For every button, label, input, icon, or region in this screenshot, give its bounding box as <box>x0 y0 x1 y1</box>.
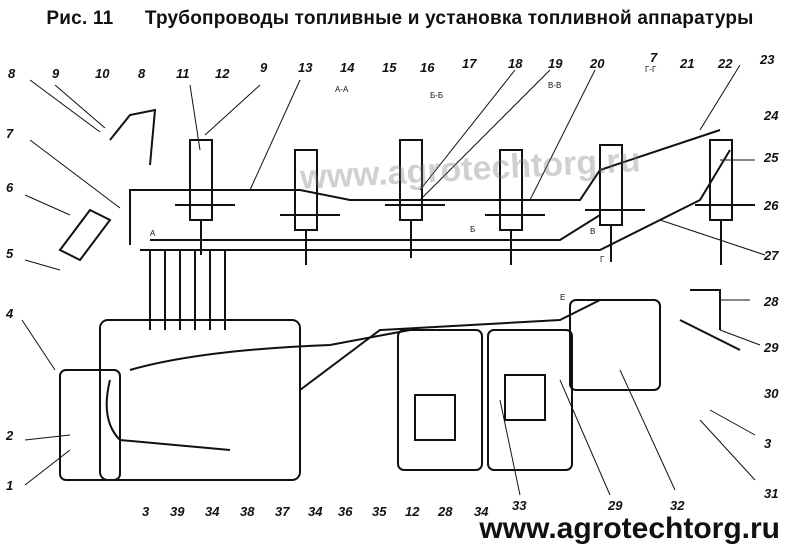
callout-13: 13 <box>298 60 313 75</box>
injector-6 <box>709 139 733 265</box>
callout-11: 11 <box>176 66 190 81</box>
injector-3 <box>399 139 423 258</box>
fuel-line-return <box>150 214 601 241</box>
callout-10: 10 <box>95 66 110 81</box>
fuel-injection-pump <box>59 319 301 481</box>
callout-31: 31 <box>764 486 778 501</box>
callout-22: 22 <box>717 56 733 71</box>
callout-12b: 12 <box>405 504 420 519</box>
low-pressure-line <box>105 329 411 451</box>
callout-2: 2 <box>5 428 14 443</box>
callout-labels: 8 9 10 8 11 12 9 13 14 15 16 17 18 19 20… <box>5 50 779 519</box>
fuel-filter-2 <box>487 329 573 471</box>
callout-3b: 3 <box>764 436 772 451</box>
callout-15: 15 <box>382 60 397 75</box>
clamps <box>175 204 755 216</box>
callout-26: 26 <box>763 198 779 213</box>
bracket-left <box>58 208 112 262</box>
callout-9: 9 <box>52 66 60 81</box>
callout-19: 19 <box>548 56 563 71</box>
section-a-label: A-A <box>335 85 349 94</box>
callout-38: 38 <box>240 504 255 519</box>
leader-lines <box>21 64 766 496</box>
bracket-lines <box>679 289 741 351</box>
injector-2 <box>294 149 318 265</box>
callout-32: 32 <box>670 498 685 513</box>
callout-4: 4 <box>5 306 14 321</box>
fuel-filter-1 <box>397 329 483 471</box>
section-a-side: А <box>150 229 156 238</box>
callout-6: 6 <box>6 180 14 195</box>
section-v-side: В <box>590 227 595 236</box>
callout-16: 16 <box>420 60 435 75</box>
callout-36: 36 <box>338 504 353 519</box>
callout-28b: 28 <box>437 504 453 519</box>
callout-34b: 34 <box>308 504 323 519</box>
callout-7: 7 <box>6 126 14 141</box>
figure-number: Рис. 11 <box>46 8 114 29</box>
callout-20: 20 <box>589 56 605 71</box>
section-g-side: Г <box>600 255 605 264</box>
callout-34c: 34 <box>474 504 489 519</box>
injector-5 <box>599 144 623 262</box>
callout-14: 14 <box>340 60 355 75</box>
callout-8b: 8 <box>138 66 146 81</box>
callout-7b: 7 <box>650 50 658 65</box>
callout-24: 24 <box>763 108 779 123</box>
section-v-label: В-В <box>548 81 561 90</box>
callout-30: 30 <box>764 386 779 401</box>
callout-39: 39 <box>170 504 185 519</box>
callout-8: 8 <box>8 66 16 81</box>
injector-1 <box>189 139 213 255</box>
injector-4 <box>499 149 523 265</box>
section-details: A-A Б-Б В-В Г-Г А Б В Г Е <box>150 65 657 302</box>
callout-9b: 9 <box>260 60 268 75</box>
callout-37: 37 <box>275 504 290 519</box>
callout-29b: 29 <box>607 498 623 513</box>
bracket-top-left <box>109 108 157 166</box>
section-b-label: Б-Б <box>430 91 443 100</box>
view-e-label: Е <box>560 293 565 302</box>
callout-21: 21 <box>679 56 694 71</box>
supply-line <box>299 299 601 391</box>
callout-17: 17 <box>462 56 477 71</box>
callout-1: 1 <box>6 478 13 493</box>
callout-35: 35 <box>372 504 387 519</box>
figure-title: Рис. 11 Трубопроводы топливные и установ… <box>0 8 800 30</box>
callout-23: 23 <box>759 52 775 67</box>
callout-12: 12 <box>215 66 230 81</box>
fuel-line-bundle-2 <box>140 149 731 251</box>
callout-34: 34 <box>205 504 220 519</box>
callout-18: 18 <box>508 56 523 71</box>
callout-28: 28 <box>763 294 779 309</box>
section-g-label: Г-Г <box>645 65 657 74</box>
callout-29: 29 <box>763 340 779 355</box>
callout-25: 25 <box>763 150 779 165</box>
figure-caption: Трубопроводы топливные и установка топли… <box>144 8 754 29</box>
watermark-bottom: www.agrotechtorg.ru <box>479 512 780 545</box>
callout-3: 3 <box>142 504 150 519</box>
callout-27: 27 <box>763 248 779 263</box>
section-b-side: Б <box>470 225 475 234</box>
callout-5: 5 <box>6 246 14 261</box>
callout-33: 33 <box>512 498 527 513</box>
pump-lines <box>149 250 226 330</box>
fuel-pump-priming <box>569 299 661 391</box>
